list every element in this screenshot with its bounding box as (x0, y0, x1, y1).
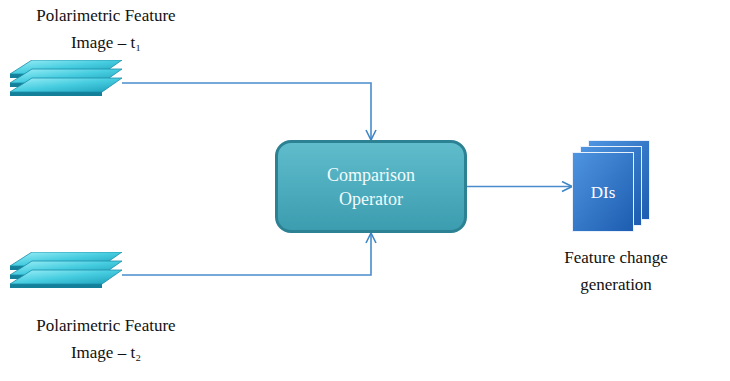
layer-stack-graphic (10, 60, 122, 106)
feature-layer (10, 270, 122, 284)
feature-layer (10, 78, 122, 92)
process-label: Comparison Operator (315, 163, 427, 211)
caption-label: Feature change generation (556, 244, 676, 298)
feature-layer-edge (10, 284, 102, 288)
flow-arrow (122, 233, 371, 275)
difference-image-stack: DIsFeature change generation (572, 140, 650, 232)
caption-label: Polarimetric Feature Image – t₂ (24, 312, 189, 366)
layer-stack-graphic (10, 252, 122, 298)
feature-image-stack: Polarimetric Feature Image – t₁ (10, 60, 122, 106)
process-box: Comparison Operator (275, 140, 467, 233)
flow-arrow (122, 83, 371, 140)
feature-image-stack: Polarimetric Feature Image – t₂ (10, 252, 122, 298)
image-label: DIs (572, 152, 634, 232)
caption-label: Polarimetric Feature Image – t₁ (24, 2, 189, 56)
image-square (573, 153, 634, 232)
flow-arrow (467, 186, 572, 188)
feature-layer-edge (10, 92, 102, 96)
